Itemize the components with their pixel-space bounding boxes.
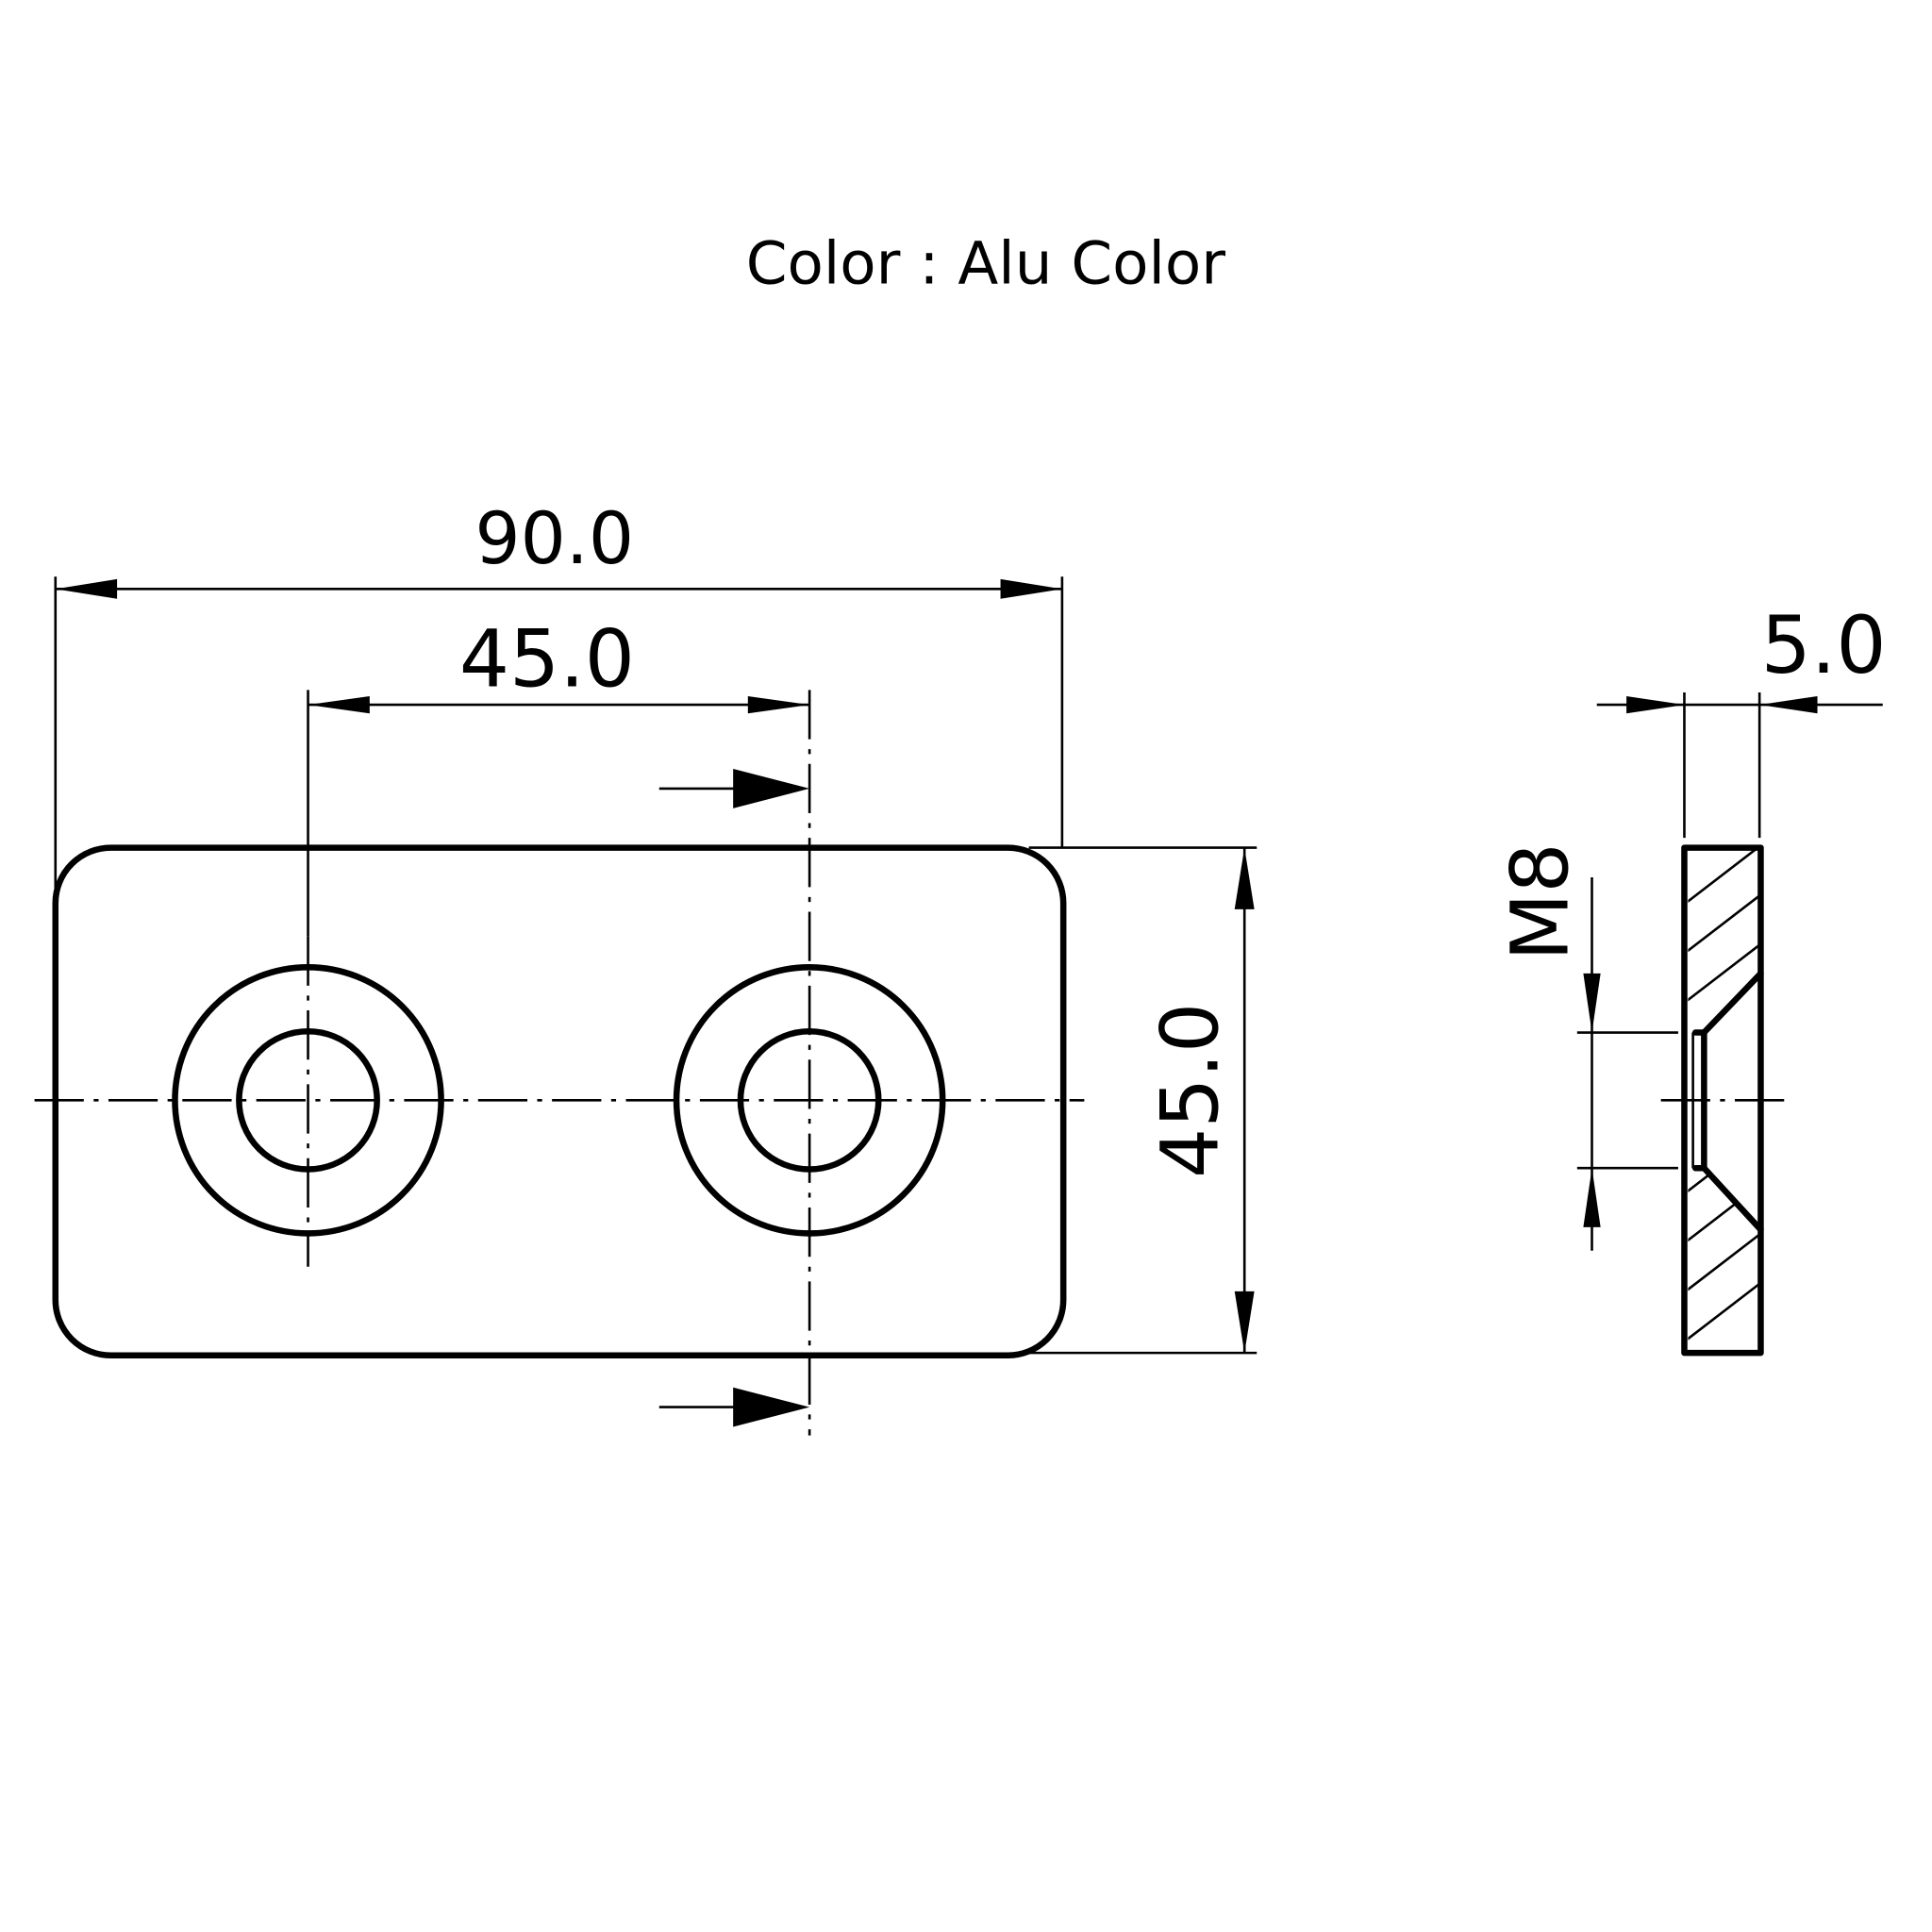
dimension-thickness: 5.0 [1596,599,1887,839]
dimension-90-label: 90.0 [475,497,634,580]
thread-label: M8 [1493,842,1586,960]
side-view: 5.0 M8 [1493,599,1887,1357]
dimension-hole-spacing: 45.0 [307,613,810,937]
dimension-thickness-label: 5.0 [1761,599,1887,691]
dimension-height-label: 45.0 [1143,1003,1236,1178]
countersink-upper-edge [1691,970,1764,1036]
front-view: 90.0 45.0 45.0 [34,497,1257,1436]
section-arrow-bottom [658,1387,810,1427]
hatching-top [1688,850,1760,1030]
dimension-overall-width: 90.0 [54,497,1064,900]
color-note: Color : Alu Color [746,228,1225,297]
dimension-thread: M8 [1493,842,1678,1251]
dimension-height: 45.0 [1028,846,1257,1355]
dimension-45-label: 45.0 [459,613,635,706]
hatching-bottom [1688,1170,1760,1354]
section-arrow-top [658,769,810,808]
